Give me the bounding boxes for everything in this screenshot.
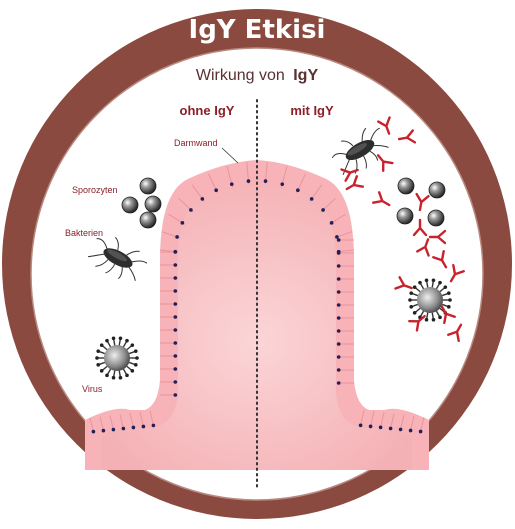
cell-nucleus [389, 427, 393, 431]
cell-nucleus [330, 221, 334, 225]
cell-nucleus [142, 425, 146, 429]
cell-nucleus [152, 424, 156, 428]
cell-nucleus [337, 303, 341, 307]
cell-nucleus [175, 235, 179, 239]
cell-nucleus [310, 197, 314, 201]
cell-nucleus [337, 264, 341, 268]
cell-nucleus [174, 328, 178, 332]
cell-nucleus [337, 316, 341, 320]
sporozoite-icon [428, 210, 444, 226]
cell-nucleus [419, 430, 423, 434]
cell-nucleus [174, 341, 178, 345]
cell-nucleus [230, 182, 234, 186]
cell-nucleus [337, 277, 341, 281]
cell-nucleus [337, 355, 341, 359]
sporozoite-icon [140, 212, 156, 228]
cell-nucleus [181, 221, 185, 225]
cell-nucleus [214, 188, 218, 192]
cell-nucleus [280, 182, 284, 186]
subtitle-prefix: Wirkung von [196, 67, 285, 84]
cell-nucleus [112, 428, 116, 432]
cell-nucleus [174, 354, 178, 358]
cell-nucleus [337, 342, 341, 346]
label-virus: Virus [82, 384, 103, 394]
cell-nucleus [174, 250, 178, 254]
column-right-label: mit IgY [290, 103, 334, 118]
cell-nucleus [174, 315, 178, 319]
cell-nucleus [337, 381, 341, 385]
cell-nucleus [92, 430, 96, 434]
cell-nucleus [337, 251, 341, 255]
cell-nucleus [337, 238, 341, 242]
label-gut-wall: Darmwand [174, 138, 218, 148]
sporozoite-icon [145, 196, 161, 212]
cell-nucleus [337, 329, 341, 333]
cell-nucleus [132, 426, 136, 430]
cell-nucleus [321, 208, 325, 212]
sporozoite-icon [122, 197, 138, 213]
cell-nucleus [174, 263, 178, 267]
subtitle-emphasis: IgY [293, 67, 318, 84]
cell-nucleus [369, 425, 373, 429]
cell-nucleus [399, 428, 403, 432]
diagram-subtitle: Wirkung von IgY [196, 67, 319, 84]
cell-nucleus [264, 179, 268, 183]
cell-nucleus [174, 276, 178, 280]
cell-nucleus [201, 197, 205, 201]
cell-nucleus [359, 424, 363, 428]
label-sporozoites: Sporozyten [72, 185, 118, 195]
diagram-title: IgY Etkisi [189, 15, 326, 45]
sporozoite-icon [398, 178, 414, 194]
cell-nucleus [409, 429, 413, 433]
cell-nucleus [122, 427, 126, 431]
sporozoite-icon [429, 182, 445, 198]
cell-nucleus [174, 302, 178, 306]
cell-nucleus [174, 367, 178, 371]
cell-nucleus [189, 208, 193, 212]
cell-nucleus [379, 426, 383, 430]
cell-nucleus [337, 368, 341, 372]
column-left-label: ohne IgY [180, 103, 235, 118]
sporozoite-icon [397, 208, 413, 224]
cell-nucleus [102, 429, 106, 433]
cell-nucleus [174, 289, 178, 293]
label-bacteria: Bakterien [65, 228, 103, 238]
cell-nucleus [174, 380, 178, 384]
cell-nucleus [335, 235, 339, 239]
cell-nucleus [174, 393, 178, 397]
cell-nucleus [247, 179, 251, 183]
sporozoite-icon [140, 178, 156, 194]
cell-nucleus [296, 188, 300, 192]
cell-nucleus [337, 290, 341, 294]
